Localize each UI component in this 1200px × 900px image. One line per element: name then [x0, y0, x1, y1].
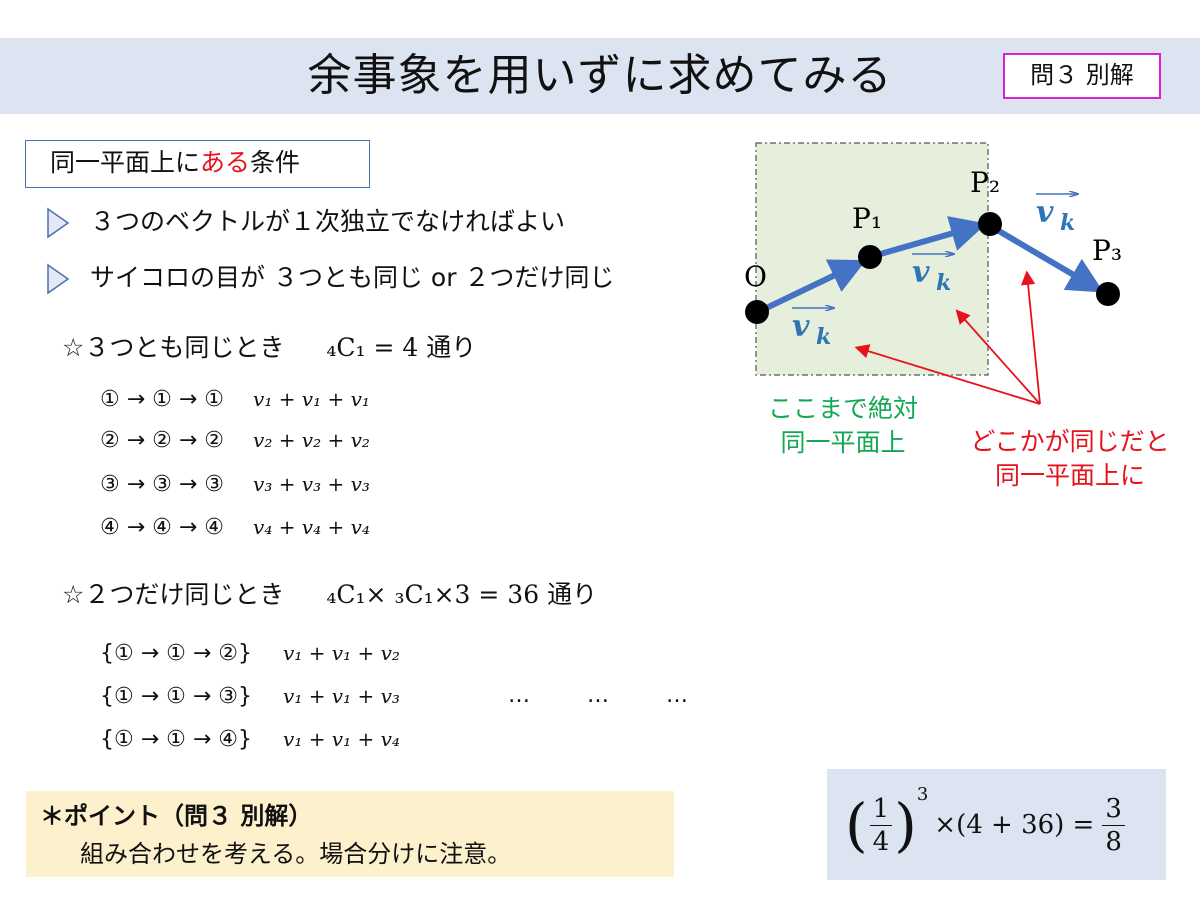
bullet-text: サイコロの目が ３つとも同じ or ２つだけ同じ: [90, 263, 615, 292]
pointer-line: [1020, 270, 1041, 405]
bullet-item: サイコロの目が ３つとも同じ or ２つだけ同じ: [46, 258, 614, 298]
numerator: 1: [869, 793, 893, 826]
vector-sum: v₁ + v₁ + v₂: [283, 641, 400, 665]
right-paren: ): [894, 791, 917, 859]
case-formula: ₄C₁× ₃C₁×3 = 36: [326, 580, 540, 609]
point-P1: [858, 245, 882, 269]
sequence-row: ① → ① → ① v₁ + v₁ + v₁: [100, 382, 370, 416]
vector-label: v k: [912, 254, 954, 296]
label-line: 同一平面上: [780, 428, 906, 457]
sequence-row: ③ → ③ → ③ v₃ + v₃ + v₃: [100, 467, 370, 501]
exponent: 3: [916, 784, 929, 805]
label-line: ここまで絶対: [767, 394, 918, 423]
point-note-box: [26, 791, 674, 877]
vector-sum: v₃ + v₃ + v₃: [253, 472, 370, 496]
coplanar-if-same-label: どこかが同じだと 同一平面上に: [945, 425, 1195, 493]
vector-sum: v₁ + v₁ + v₁: [253, 387, 370, 411]
vector-arrow: [756, 259, 867, 315]
case-two-same-heading: ☆２つだけ同じとき ₄C₁× ₃C₁×3 = 36 通り: [62, 575, 597, 615]
bullet-item: ３つのベクトルが１次独立でなければよい: [46, 202, 565, 242]
point-title: ＊ポイント（問３ 別解）: [40, 802, 313, 830]
point-label: O: [744, 260, 767, 293]
point-O: [745, 300, 769, 324]
label-line: 同一平面上に: [994, 461, 1145, 490]
case-label: ☆３つとも同じとき: [62, 333, 285, 362]
vector-label: v k: [792, 308, 834, 350]
svg-text:v: v: [792, 309, 810, 344]
svg-text:k: k: [1060, 210, 1075, 236]
svg-text:k: k: [936, 270, 951, 296]
point-label: P₂: [970, 166, 1000, 199]
vector-sum: v₁ + v₁ + v₃: [283, 684, 400, 708]
sequence-dice: ④ → ④ → ④: [100, 515, 225, 540]
pointer-line: [854, 344, 1041, 405]
vector-arrow: [990, 224, 1104, 293]
fraction: 1 4: [869, 793, 893, 858]
sequence-dice: ② → ② → ②: [100, 428, 225, 453]
sequence-row: ② → ② → ② v₂ + v₂ + v₂: [100, 423, 370, 457]
always-coplanar-label: ここまで絶対 同一平面上: [748, 392, 938, 460]
triangle-bullet-icon: [46, 207, 70, 239]
point-P2: [978, 212, 1002, 236]
svg-text:v: v: [1036, 195, 1054, 230]
sequence-dice: ① → ① → ①: [100, 387, 225, 412]
ellipsis: …: [508, 683, 530, 708]
label-line: どこかが同じだと: [970, 427, 1170, 456]
condition-suffix: 条件: [250, 148, 301, 177]
vector-sum: v₁ + v₁ + v₄: [283, 727, 400, 751]
point-body: 組み合わせを考える。場合分けに注意。: [80, 840, 512, 868]
case-formula: ₄C₁ = 4: [326, 333, 419, 362]
numerator: 3: [1102, 793, 1125, 826]
sequence-dice: {① → ① → ③}: [100, 684, 253, 709]
sequence-dice: {① → ① → ④}: [100, 727, 253, 752]
result-fraction: 3 8: [1102, 793, 1125, 858]
case-label: ☆２つだけ同じとき: [62, 580, 285, 609]
denominator: 8: [1105, 826, 1122, 857]
condition-box: 同一平面上にある条件: [25, 140, 370, 188]
sequence-dice: ③ → ③ → ③: [100, 472, 225, 497]
case-all-same-heading: ☆３つとも同じとき ₄C₁ = 4 通り: [62, 328, 476, 368]
case-unit: 通り: [426, 333, 477, 362]
vector-sum: v₄ + v₄ + v₄: [253, 515, 370, 539]
vector-sum: v₂ + v₂ + v₂: [253, 428, 370, 452]
vector-path-diagram: O P₁ P₂ P₃ v k v k v k: [744, 142, 1122, 405]
sequence-row: {① → ① → ③} v₁ + v₁ + v₃: [100, 679, 400, 713]
ellipsis-group: … … …: [508, 679, 708, 713]
title-bar: [0, 38, 1200, 114]
vector-label: v k: [1036, 194, 1078, 236]
svg-text:v: v: [912, 255, 930, 290]
sequence-row: ④ → ④ → ④ v₄ + v₄ + v₄: [100, 510, 370, 544]
vector-arrow: [869, 216, 987, 260]
ellipsis: …: [587, 683, 609, 708]
sequence-row: {① → ① → ④} v₁ + v₁ + v₄: [100, 722, 400, 756]
problem-badge: 問３ 別解: [1003, 53, 1161, 99]
pointer-line: [955, 309, 1041, 405]
denominator: 4: [872, 826, 890, 857]
formula-middle: ×(4 + 36) =: [934, 810, 1095, 840]
ellipsis: …: [666, 683, 688, 708]
sequence-row: {① → ① → ②} v₁ + v₁ + v₂: [100, 636, 400, 670]
condition-prefix: 同一平面上に: [50, 148, 201, 177]
point-P3: [1096, 282, 1120, 306]
sequence-dice: {① → ① → ②}: [100, 641, 253, 666]
triangle-bullet-icon: [46, 263, 70, 295]
result-formula: ( 1 4 ) 3 ×(4 + 36) = 3 8: [845, 782, 1155, 868]
point-label: P₃: [1092, 234, 1122, 267]
condition-highlight: ある: [200, 148, 251, 177]
page-title: 余事象を用いずに求めてみる: [307, 50, 893, 101]
bullet-text: ３つのベクトルが１次独立でなければよい: [90, 207, 566, 236]
left-paren: (: [845, 791, 868, 859]
point-label: P₁: [852, 202, 882, 235]
svg-text:k: k: [816, 324, 831, 350]
case-unit: 通り: [547, 580, 598, 609]
